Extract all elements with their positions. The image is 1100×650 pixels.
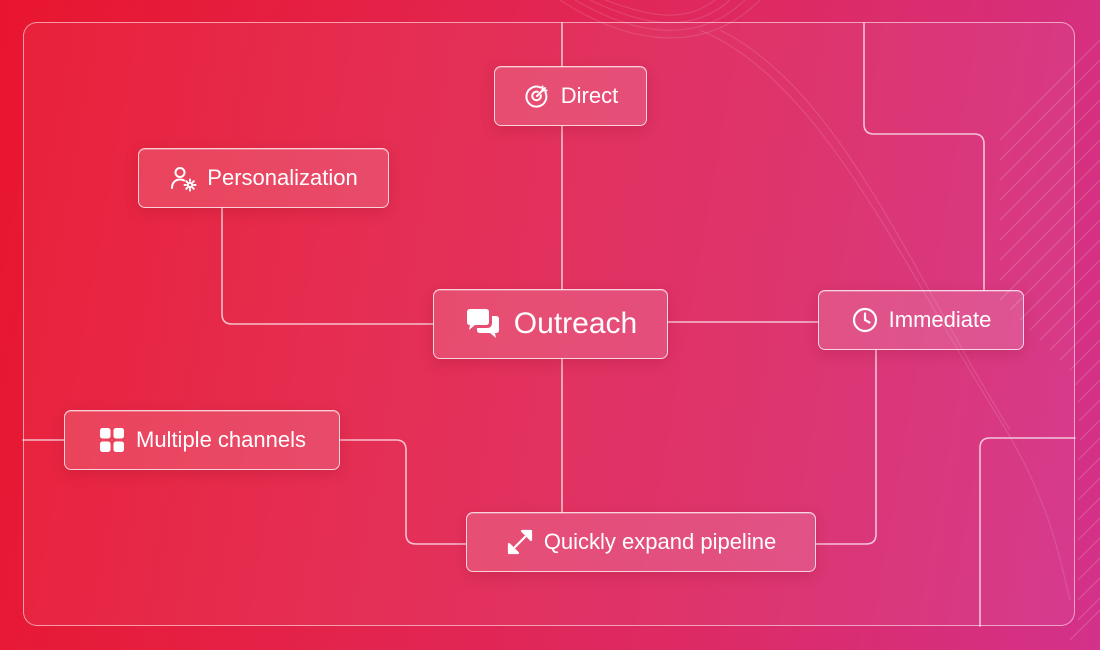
node-quickly-expand-pipeline: Quickly expand pipeline	[466, 512, 816, 572]
clock-icon	[851, 306, 879, 334]
node-personalization-label: Personalization	[207, 165, 358, 190]
edge-immediate-frame	[863, 22, 985, 291]
node-multiple-channels-label: Multiple channels	[136, 427, 306, 452]
node-quickly-expand-pipeline-label: Quickly expand pipeline	[543, 529, 777, 554]
edge-personalization-outreach	[221, 207, 434, 325]
diagram-card	[23, 22, 1075, 626]
grid-icon	[98, 426, 126, 454]
node-personalization: Personalization	[138, 148, 389, 208]
node-immediate: Immediate	[818, 290, 1024, 350]
edge-immediate-expand	[815, 349, 877, 545]
node-immediate-label: Immediate	[888, 307, 992, 332]
node-direct: Direct	[494, 66, 647, 126]
expand-arrows-icon	[506, 528, 534, 556]
node-outreach: Outreach	[433, 289, 668, 359]
edge-frame-bottom-right	[979, 437, 1076, 627]
user-gear-icon	[169, 164, 197, 192]
node-direct-label: Direct	[560, 83, 619, 108]
target-icon	[523, 82, 551, 110]
node-outreach-label: Outreach	[513, 307, 638, 340]
edge-multiple-expand	[339, 439, 467, 545]
node-multiple-channels: Multiple channels	[64, 410, 340, 470]
chat-bubbles-icon	[464, 305, 502, 343]
